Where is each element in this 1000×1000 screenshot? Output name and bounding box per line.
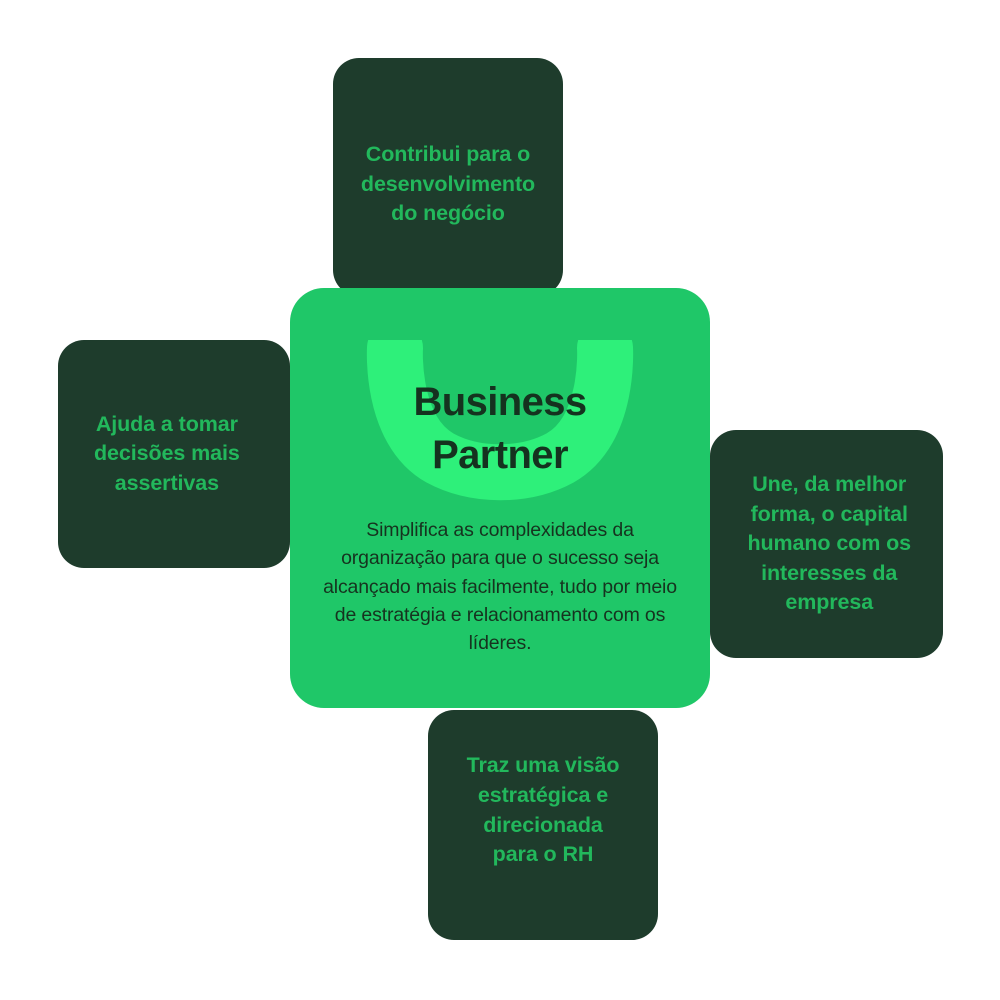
page-title: Business Partner [413, 380, 587, 477]
benefit-card-left[interactable]: Ajuda a tomar decisões mais assertivas [58, 340, 290, 568]
benefit-card-bottom-label: Traz uma visão estratégica e direcionada… [466, 753, 620, 867]
benefit-card-right-label: Une, da melhor forma, o capital humano c… [747, 471, 911, 615]
benefit-card-top[interactable]: Contribui para o desenvolvimento do negó… [333, 58, 563, 296]
benefit-card-left-label: Ajuda a tomar decisões mais assertivas [94, 411, 240, 495]
benefit-card-right[interactable]: Une, da melhor forma, o capital humano c… [710, 430, 943, 658]
center-card[interactable]: Business Partner Simplifica as complexid… [290, 288, 710, 708]
center-card-description: Simplifica as complexidades da organizaç… [323, 519, 677, 655]
benefit-card-bottom[interactable]: Traz uma visão estratégica e direcionada… [428, 710, 658, 940]
benefit-card-top-label: Contribui para o desenvolvimento do negó… [360, 142, 536, 226]
